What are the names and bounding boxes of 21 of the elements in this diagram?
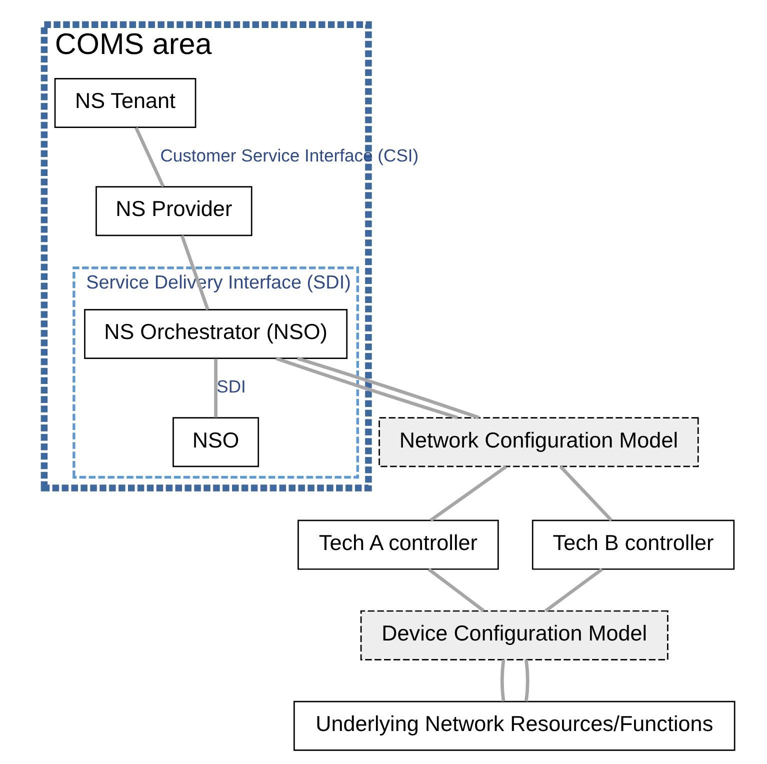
connector [524,660,529,702]
node-box: NSO [172,417,259,468]
connector [274,356,458,420]
connector [180,235,209,310]
node-box: Underlying Network Resources/Functions [292,700,735,751]
edge-label: SDI [216,376,246,397]
connector [544,568,603,612]
connector [214,358,217,418]
connector [500,660,505,702]
node-box: Network Configuration Model [378,417,698,468]
node-box: Tech A controller [297,520,498,570]
node-box: NS Tenant [54,78,196,128]
connector [429,465,507,522]
connector [558,466,612,522]
node-box: NS Orchestrator (NSO) [84,309,348,360]
connector [427,568,484,612]
node-box: Tech B controller [531,520,734,570]
connector [134,127,164,188]
node-box: Device Configuration Model [360,610,668,660]
connector [296,356,479,420]
node-box: NS Provider [95,186,252,236]
